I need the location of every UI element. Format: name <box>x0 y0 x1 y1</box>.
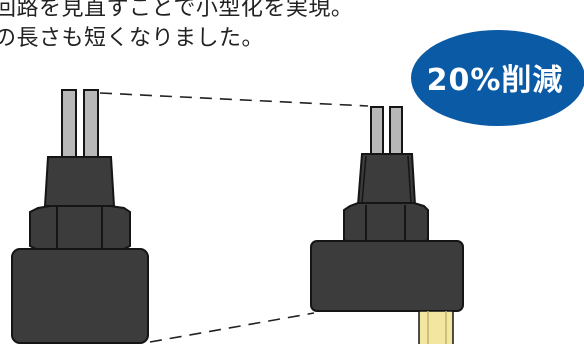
caption-line-1: 回路を見直すことで小型化を実現。 <box>0 0 354 21</box>
new-hex-nut <box>343 202 429 244</box>
old-component <box>11 89 149 344</box>
old-base <box>11 248 149 344</box>
old-upper-housing <box>43 156 116 207</box>
old-pin-left <box>61 89 77 159</box>
new-upper-housing <box>356 153 417 206</box>
reduction-badge <box>411 30 584 126</box>
caption: 回路を見直すことで小型化を実現。 の長さも短くなりました。 <box>0 0 353 54</box>
new-pin-left <box>370 106 384 156</box>
top-guide-line <box>99 92 369 107</box>
old-hex-nut <box>29 205 131 251</box>
new-pin-right <box>389 106 403 156</box>
old-pin-right <box>83 89 99 159</box>
new-wire-lead <box>418 310 454 344</box>
caption-line-2: の長さも短くなりました。 <box>0 26 265 51</box>
reduction-badge-label: 20%削減 <box>426 63 564 98</box>
new-base <box>310 240 464 312</box>
new-component <box>310 106 464 344</box>
bottom-guide-line <box>149 312 315 343</box>
